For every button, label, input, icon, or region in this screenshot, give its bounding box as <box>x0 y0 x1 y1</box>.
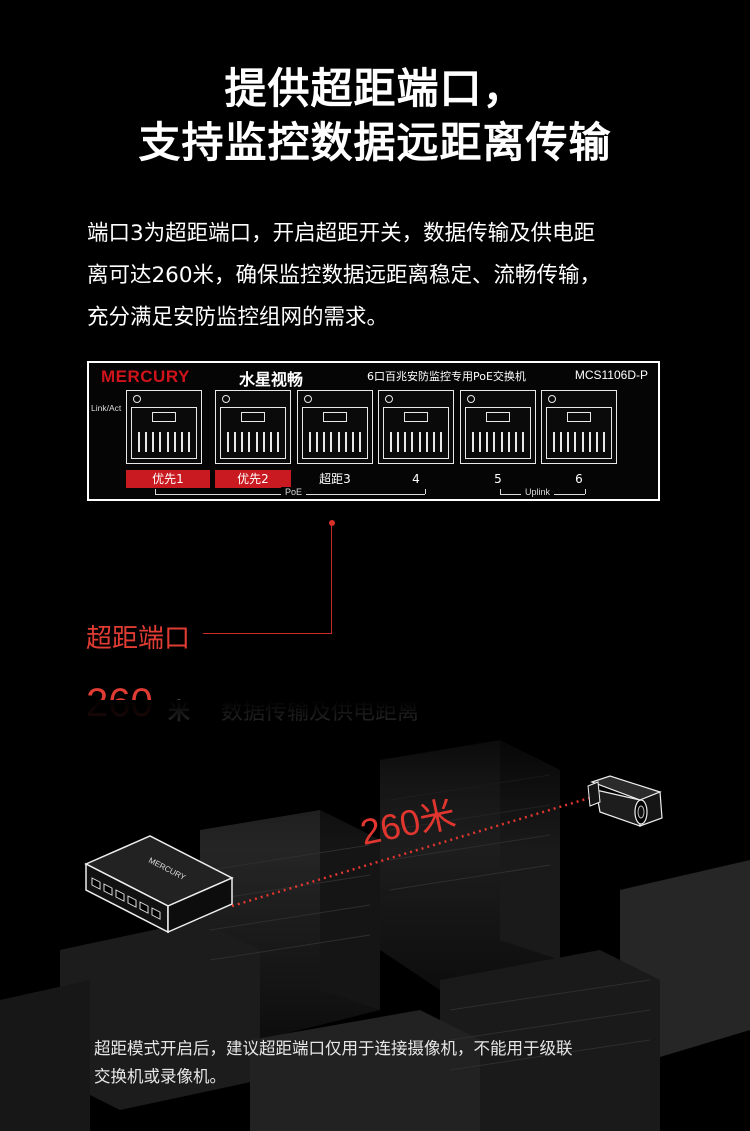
ethernet-port-1 <box>126 390 202 464</box>
port-label-3: 超距3 <box>319 472 351 486</box>
usage-note: 超距模式开启后，建议超距端口仅用于连接摄像机，不能用于级联 交换机或录像机。 <box>94 1035 694 1091</box>
ethernet-port-5 <box>460 390 536 464</box>
callout-line-vertical <box>331 524 332 634</box>
link-act-label: Link/Act <box>91 403 122 413</box>
rj45-jack-icon <box>302 407 368 459</box>
usage-note-line-2: 交换机或录像机。 <box>94 1067 226 1086</box>
city-scene-illustration: MERCURY <box>0 700 750 1131</box>
intro-line-3: 充分满足安防监控组网的需求。 <box>87 305 389 330</box>
rj45-jack-icon <box>220 407 286 459</box>
model-number: MCS1106D-P <box>574 368 648 382</box>
led-indicator-icon <box>133 395 141 403</box>
led-indicator-icon <box>385 395 393 403</box>
port-label-6: 6 <box>575 472 583 486</box>
port-label-1: 优先1 <box>126 470 210 488</box>
rj45-jack-icon <box>546 407 612 459</box>
uplink-bracket-left-tick <box>500 489 501 494</box>
headline: 提供超距端口， 支持监控数据远距离传输 <box>0 62 750 170</box>
led-indicator-icon <box>467 395 475 403</box>
poe-bracket-left-tick <box>155 489 156 494</box>
headline-line-2: 支持监控数据远距离传输 <box>138 118 612 167</box>
port-label-4: 4 <box>412 472 420 486</box>
led-indicator-icon <box>548 395 556 403</box>
callout-dot <box>329 520 335 526</box>
intro-line-2: 离可达260米，确保监控数据远距离稳定、流畅传输， <box>87 263 602 288</box>
brand-chinese-name: 水星视畅 <box>239 370 304 389</box>
port-label-5: 5 <box>494 472 502 486</box>
ethernet-port-2 <box>215 390 291 464</box>
ultra-distance-port-label: 超距端口 <box>86 624 191 654</box>
rj45-jack-icon <box>383 407 449 459</box>
poe-bracket-right-tick <box>425 489 426 494</box>
port-label-2: 优先2 <box>215 470 291 488</box>
rj45-jack-icon <box>131 407 197 459</box>
camera-icon <box>587 775 663 827</box>
led-indicator-icon <box>304 395 312 403</box>
switch-device-icon: MERCURY <box>84 835 234 934</box>
headline-line-1: 提供超距端口， <box>224 64 526 113</box>
brand-logo: MERCURY <box>101 367 190 386</box>
switch-front-panel: MERCURY 水星视畅 6口百兆安防监控专用PoE交换机 MCS1106D-P… <box>87 361 660 501</box>
ethernet-port-6 <box>541 390 617 464</box>
ethernet-port-3 <box>297 390 373 464</box>
callout-line-horizontal <box>203 633 332 634</box>
product-description: 6口百兆安防监控专用PoE交换机 <box>367 370 526 383</box>
intro-line-1: 端口3为超距端口，开启超距开关，数据传输及供电距 <box>87 221 596 246</box>
poe-label: PoE <box>281 487 307 497</box>
uplink-bracket-right-tick <box>585 489 586 494</box>
intro-paragraph: 端口3为超距端口，开启超距开关，数据传输及供电距 离可达260米，确保监控数据远… <box>87 213 677 339</box>
led-indicator-icon <box>222 395 230 403</box>
uplink-label: Uplink <box>521 487 555 497</box>
ethernet-port-4 <box>378 390 454 464</box>
rj45-jack-icon <box>465 407 531 459</box>
usage-note-line-1: 超距模式开启后，建议超距端口仅用于连接摄像机，不能用于级联 <box>94 1039 573 1058</box>
